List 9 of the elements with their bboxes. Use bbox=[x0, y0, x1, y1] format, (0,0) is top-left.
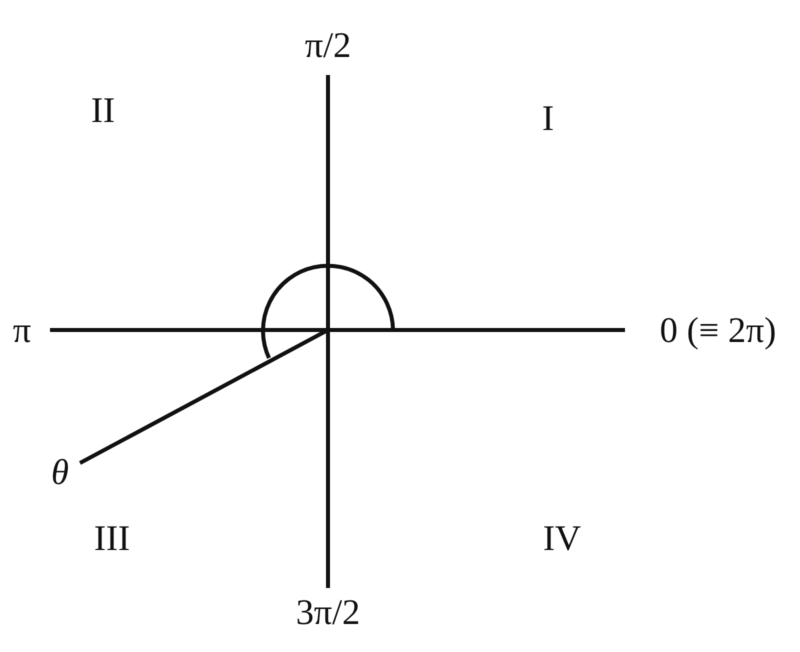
quadrant-label: I bbox=[542, 100, 554, 136]
quadrant-label: IV bbox=[543, 520, 581, 556]
axis-value-label: π bbox=[12, 312, 32, 348]
axis-value-label: π/2 bbox=[304, 27, 352, 63]
axis-value-label: 0 (≡ 2π) bbox=[660, 312, 776, 348]
quadrant-label: II bbox=[91, 92, 115, 128]
angle-label: θ bbox=[51, 454, 69, 490]
axis-value-label: 3π/2 bbox=[296, 594, 360, 630]
quadrant-label: III bbox=[94, 520, 130, 556]
